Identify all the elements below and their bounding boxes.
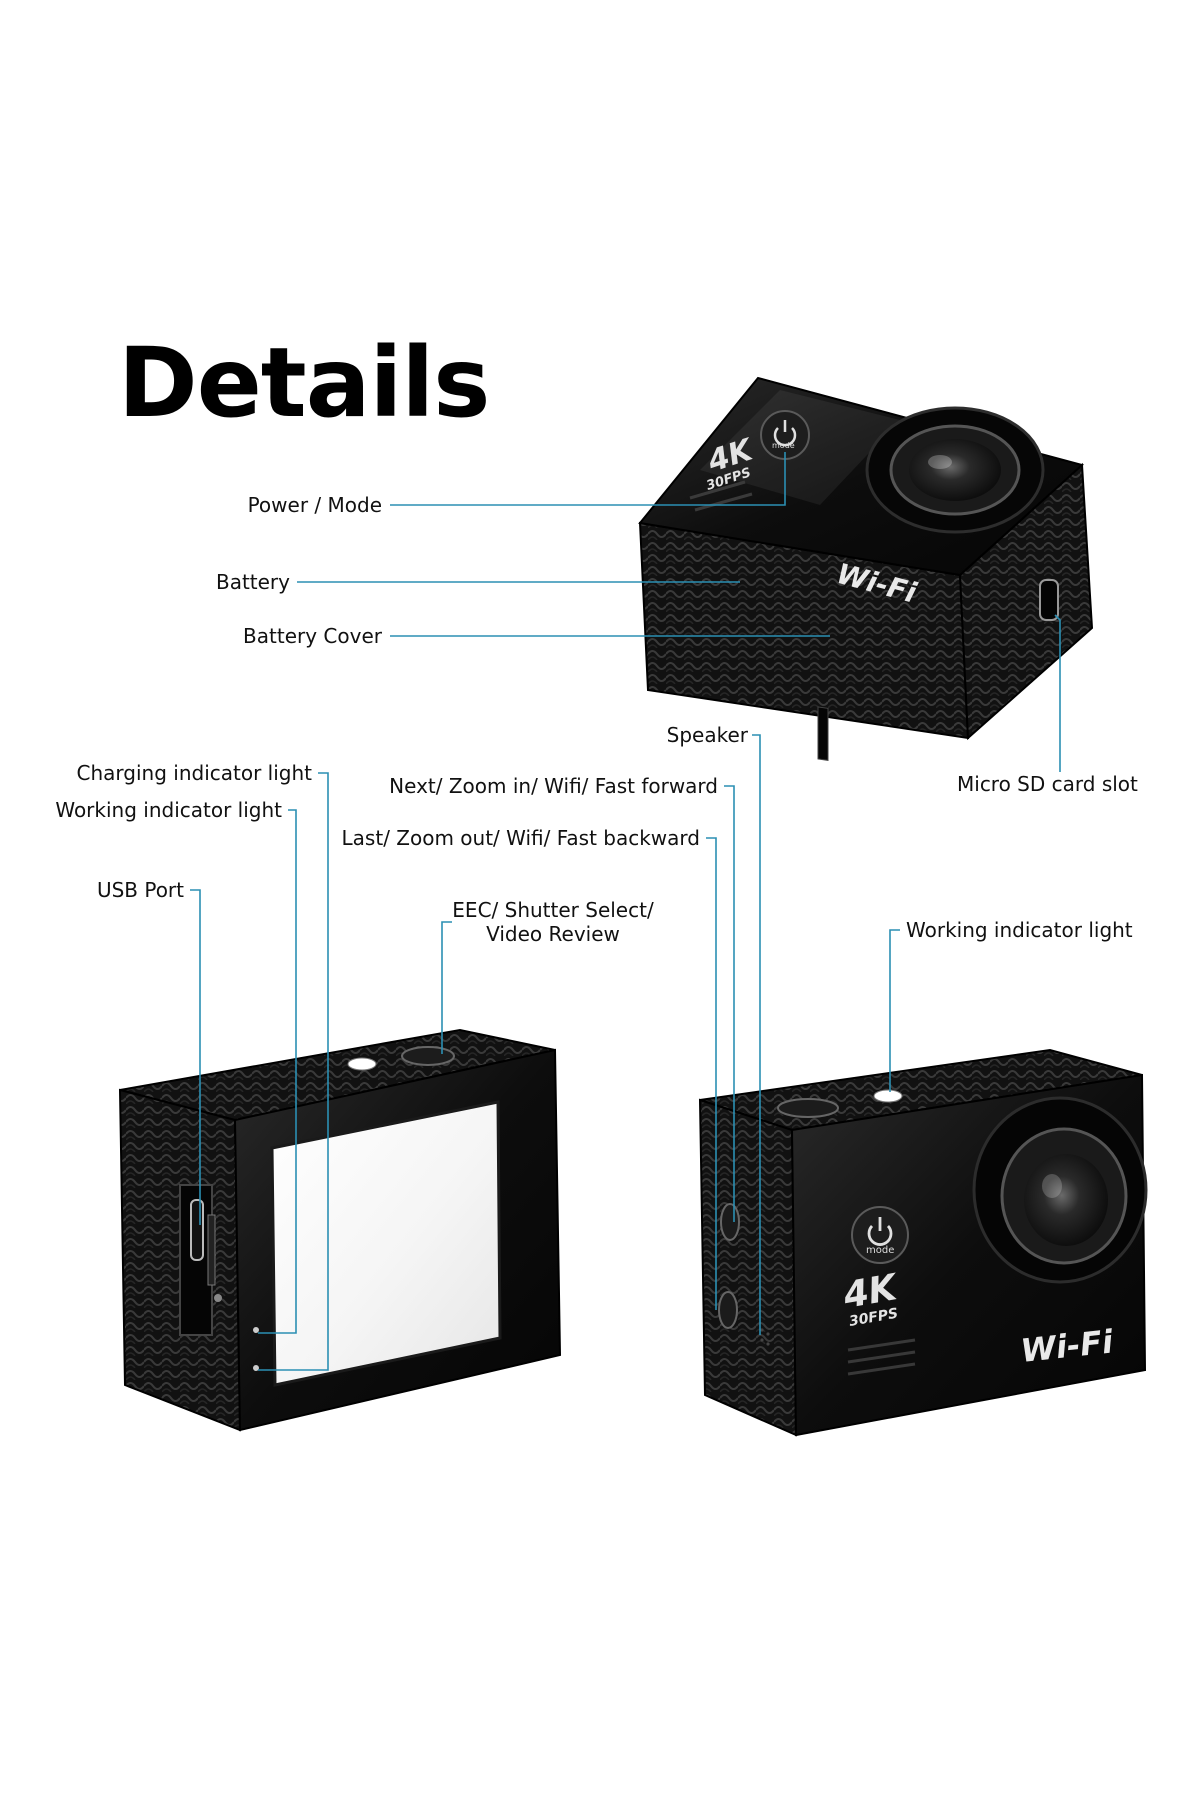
camera-front-view: mode 4K 30FPS Wi-Fi	[698, 1048, 1148, 1437]
next-button	[720, 1203, 740, 1241]
label-battery: Battery	[215, 570, 290, 594]
leader-power-mode	[390, 452, 786, 506]
camera-top-view: mode 4K 30FPS Wi-Fi	[638, 376, 1094, 761]
label-micro-sd: Micro SD card slot	[957, 772, 1138, 796]
label-working-light-left: Working indicator light	[55, 798, 282, 822]
label-last-zoom: Last/ Zoom out/ Wifi/ Fast backward	[341, 826, 700, 850]
leader-speaker	[752, 734, 761, 1335]
sd-slot-rear	[207, 1214, 216, 1286]
reset-hole	[214, 1294, 222, 1302]
power-mode-button-front: mode	[851, 1206, 909, 1264]
camera-front-side-panel	[698, 1098, 798, 1437]
label-next-zoom: Next/ Zoom in/ Wifi/ Fast forward	[389, 774, 718, 798]
label-charging-light: Charging indicator light	[76, 761, 312, 785]
leader-micro-sd	[1054, 614, 1061, 772]
usb-port	[190, 1199, 204, 1261]
charging-light-dot	[253, 1327, 259, 1333]
label-eec-line1: EEC/ Shutter Select/	[452, 898, 654, 922]
label-speaker: Speaker	[666, 723, 748, 747]
speaker-vents-top	[689, 480, 753, 512]
lcd-screen	[270, 1100, 502, 1387]
lens-top	[865, 406, 1045, 534]
speaker-holes	[760, 1328, 770, 1346]
leader-charging	[258, 772, 329, 1371]
mode-text-front: mode	[866, 1245, 894, 1256]
power-mode-button-top: mode	[760, 410, 810, 460]
leader-eec	[441, 921, 452, 1054]
leader-lines	[190, 452, 1061, 1371]
mode-text-top: mode	[772, 441, 795, 450]
working-light-dot	[253, 1365, 259, 1371]
label-usb-port: USB Port	[96, 878, 184, 902]
leader-usb	[190, 889, 201, 1225]
last-button	[718, 1291, 738, 1329]
micro-sd-slot	[1039, 579, 1059, 621]
power-icon	[867, 1217, 893, 1246]
shutter-button	[401, 1046, 455, 1066]
top-button-front	[777, 1098, 839, 1118]
leader-working-light-right	[889, 929, 900, 1092]
label-working-light-right: Working indicator light	[906, 918, 1133, 942]
working-light-front	[873, 1089, 903, 1103]
leader-working-left	[258, 809, 297, 1334]
power-icon	[773, 420, 797, 447]
camera-rear-view	[118, 1028, 562, 1432]
page-title: Details	[118, 327, 490, 439]
label-power-mode: Power / Mode	[247, 493, 382, 517]
leader-last	[706, 837, 717, 1310]
label-eec: EEC/ Shutter Select/ Video Review	[448, 898, 658, 946]
working-light-top-left	[347, 1057, 377, 1071]
speaker-vents-front	[847, 1338, 916, 1376]
resolution-text-front: 4K	[839, 1267, 902, 1317]
lens-front	[972, 1096, 1148, 1284]
label-battery-cover: Battery Cover	[243, 624, 382, 648]
label-eec-line2: Video Review	[486, 922, 620, 946]
battery-cover-seam	[817, 706, 829, 761]
leader-next	[724, 785, 735, 1222]
